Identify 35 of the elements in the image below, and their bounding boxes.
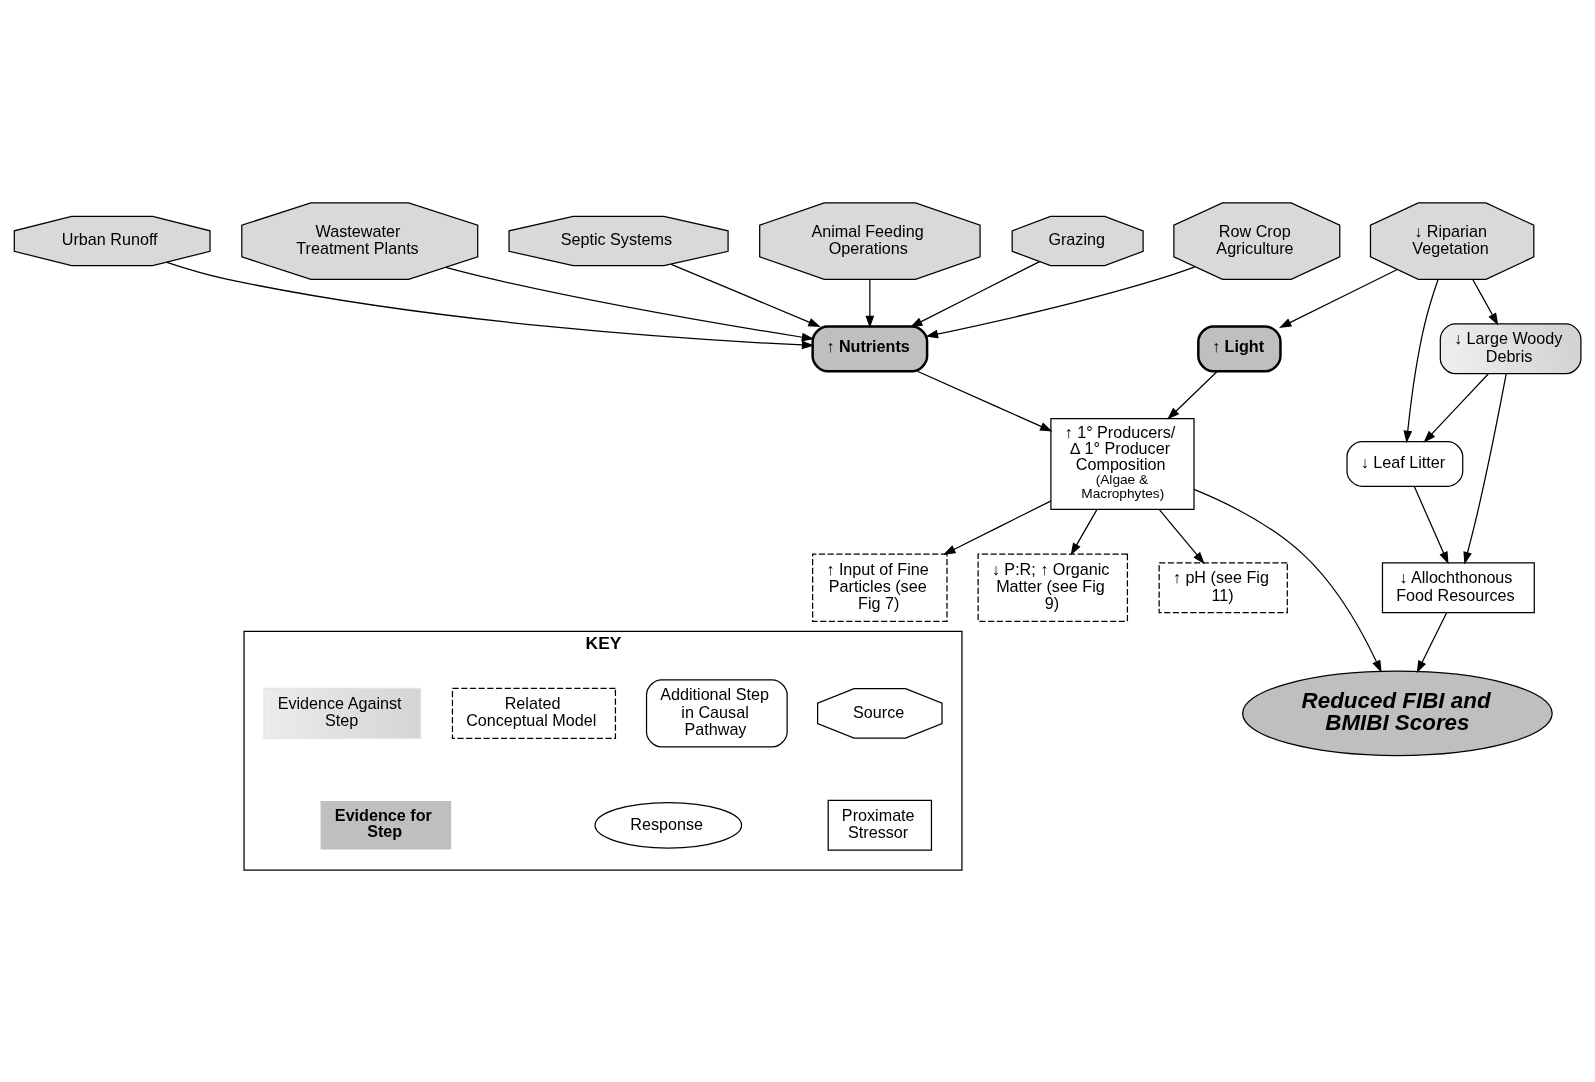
node-box: ↓ Large Woody Debris xyxy=(1439,322,1582,374)
arrow xyxy=(910,260,1041,327)
arrow xyxy=(865,278,875,328)
arrow xyxy=(1167,370,1218,420)
node-box: ↑ 1° Producers/ ∆ 1° Producer Composition (Algae & Macrophytes) xyxy=(1050,417,1195,510)
arrow xyxy=(1416,611,1448,673)
arrow xyxy=(1070,508,1098,555)
arrow xyxy=(1403,278,1439,443)
node-box: ↓ Leaf Litter xyxy=(1346,440,1464,487)
arrow xyxy=(916,370,1053,431)
node-box: Additional Step in Causal Pathway xyxy=(645,678,788,748)
arrow xyxy=(1423,372,1489,443)
arrow xyxy=(925,265,1196,338)
node-box: ↑ Light xyxy=(1197,324,1282,372)
node-box: Proximate Stressor xyxy=(827,799,933,851)
arrow xyxy=(1472,278,1499,325)
node-ellipse: Reduced FIBI and BMIBI Scores xyxy=(1242,670,1553,756)
arrow xyxy=(1463,372,1507,564)
arrow xyxy=(1413,485,1449,564)
node-box: Related Conceptual Model xyxy=(451,687,617,739)
arrow xyxy=(670,263,821,327)
arrow xyxy=(1193,488,1382,673)
node-box: ↑ Nutrients xyxy=(811,324,929,372)
node-box: Evidence for Step xyxy=(320,800,452,850)
node-box: ↓ P:R; ↑ Organic Matter (see Fig 9) xyxy=(977,553,1129,622)
arrow xyxy=(445,266,815,341)
node-box: ↑ pH (see Fig 11) xyxy=(1158,561,1288,613)
arrow xyxy=(1279,268,1398,328)
arrow xyxy=(943,499,1052,555)
arrow xyxy=(1158,508,1205,564)
node-box: Evidence Against Step xyxy=(263,687,422,739)
node-ellipse: Response xyxy=(594,801,743,849)
node-box: ↓ Allochthonous Food Resources xyxy=(1381,561,1535,613)
node-box: ↑ Input of Fine Particles (see Fig 7) xyxy=(812,553,948,622)
arrow xyxy=(166,261,815,349)
